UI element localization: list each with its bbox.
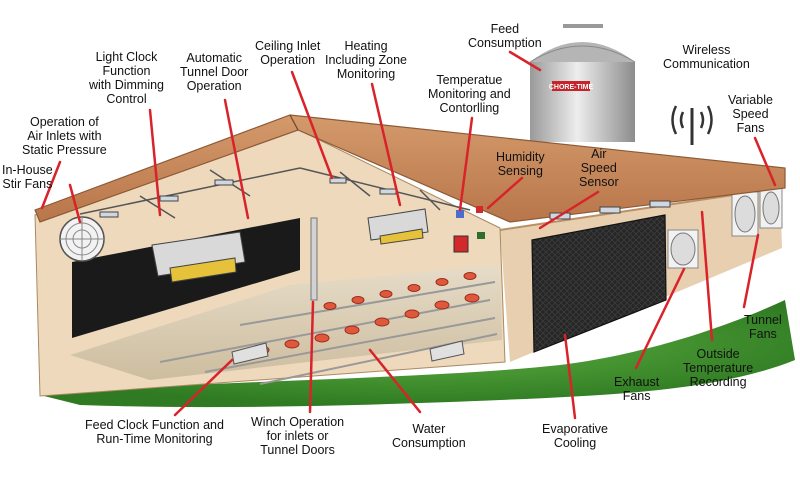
label-operation-air-inlets: Operation of Air Inlets with Static Pres… bbox=[22, 115, 107, 157]
label-in-house-stir-fans: In-House Stir Fans bbox=[2, 163, 53, 191]
label-variable-speed-fans: Variable Speed Fans bbox=[728, 93, 773, 135]
wireless-antenna bbox=[673, 106, 712, 145]
label-automatic-tunnel-door: Automatic Tunnel Door Operation bbox=[180, 51, 248, 93]
label-tunnel-fans: Tunnel Fans bbox=[744, 313, 782, 341]
stir-fan-shape bbox=[60, 217, 104, 261]
label-wireless-communication: Wireless Communication bbox=[663, 43, 750, 71]
label-evaporative-cooling: Evaporative Cooling bbox=[542, 422, 608, 450]
label-ceiling-inlet: Ceiling Inlet Operation bbox=[255, 39, 320, 67]
label-feed-consumption: Feed Consumption bbox=[468, 22, 542, 50]
feed-silo: CHORE-TIME bbox=[530, 24, 635, 142]
label-humidity-sensing: Humidity Sensing bbox=[496, 150, 545, 178]
label-temperature-monitoring: Temperatue Monitoring and Contorlling bbox=[428, 73, 511, 115]
label-outside-temperature: Outside Temperature Recording bbox=[683, 347, 753, 389]
label-winch-operation: Winch Operation for inlets or Tunnel Doo… bbox=[251, 415, 344, 457]
winch-post bbox=[311, 218, 317, 300]
label-water-consumption: Water Consumption bbox=[392, 422, 466, 450]
label-air-speed-sensor: Air Speed Sensor bbox=[579, 147, 619, 189]
label-light-clock: Light Clock Function with Dimming Contro… bbox=[89, 50, 164, 106]
silo-brand-label: CHORE-TIME bbox=[549, 84, 594, 91]
label-feed-clock: Feed Clock Function and Run-Time Monitor… bbox=[85, 418, 224, 446]
label-heating-zone: Heating Including Zone Monitoring bbox=[325, 39, 407, 81]
label-exhaust-fans: Exhaust Fans bbox=[614, 375, 659, 403]
